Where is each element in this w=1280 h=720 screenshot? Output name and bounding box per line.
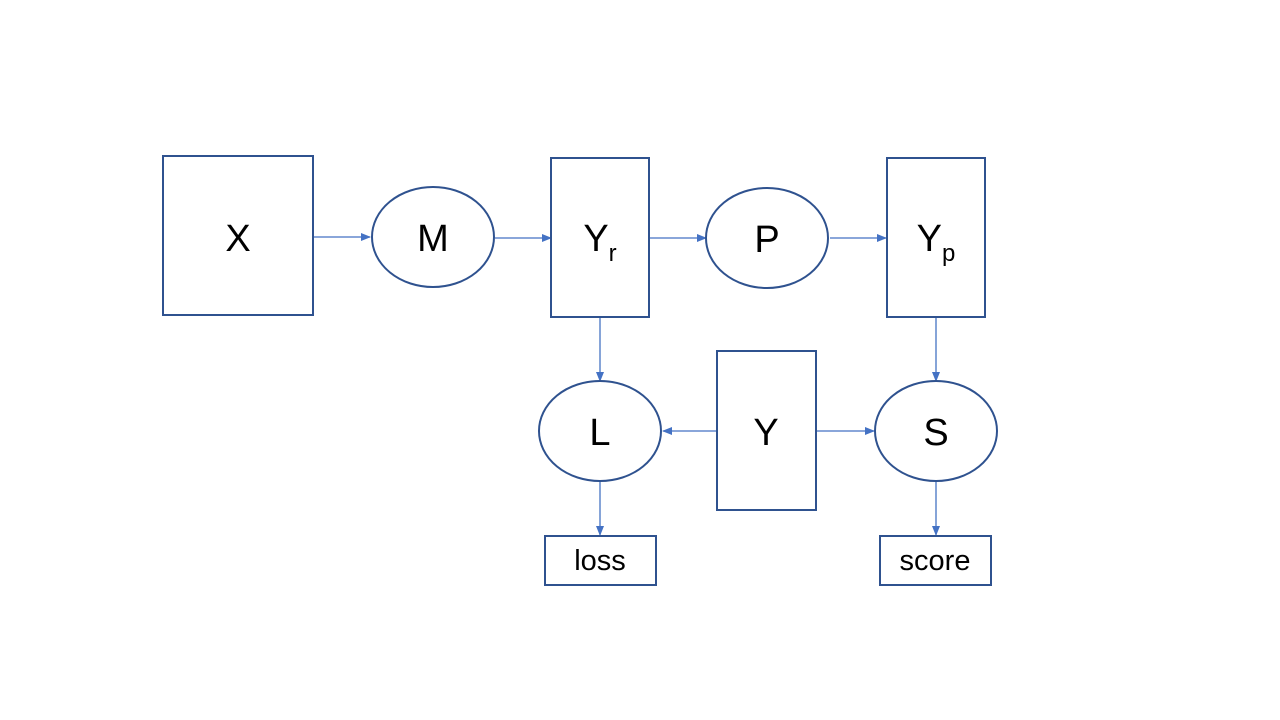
node-score-box bbox=[879, 535, 992, 586]
node-score-label: score bbox=[900, 545, 971, 577]
node-m-ellipse bbox=[371, 186, 495, 288]
node-yp-label: Yp bbox=[917, 218, 956, 267]
node-p-label: P bbox=[754, 219, 779, 261]
node-l-label: L bbox=[589, 412, 610, 454]
node-loss-label: loss bbox=[574, 545, 626, 577]
node-p-ellipse bbox=[705, 187, 829, 289]
node-p: P bbox=[705, 187, 829, 289]
node-s-label: S bbox=[923, 412, 948, 454]
node-yp-label-main: Y bbox=[917, 218, 942, 260]
node-yr-label-subscript: r bbox=[609, 240, 617, 267]
node-m-label: M bbox=[417, 218, 449, 260]
node-s: S bbox=[874, 380, 998, 482]
node-m: M bbox=[371, 186, 495, 288]
node-yp-box bbox=[886, 157, 986, 318]
node-l: L bbox=[538, 380, 662, 482]
node-yr-label-main: Y bbox=[583, 218, 608, 260]
node-yp-label-subscript: p bbox=[942, 240, 955, 267]
node-loss: loss bbox=[544, 535, 657, 586]
node-loss-box bbox=[544, 535, 657, 586]
node-l-ellipse bbox=[538, 380, 662, 482]
node-yr: Yr bbox=[550, 157, 650, 318]
node-y-label: Y bbox=[753, 412, 778, 454]
node-y-box bbox=[716, 350, 817, 511]
node-score: score bbox=[879, 535, 992, 586]
node-yr-label: Yr bbox=[583, 218, 616, 267]
node-s-ellipse bbox=[874, 380, 998, 482]
node-yp: Yp bbox=[886, 157, 986, 318]
node-yr-box bbox=[550, 157, 650, 318]
node-x-label: X bbox=[225, 218, 250, 260]
node-x: X bbox=[162, 155, 314, 316]
node-y: Y bbox=[716, 350, 817, 511]
edges bbox=[314, 233, 940, 536]
node-x-box bbox=[162, 155, 314, 316]
